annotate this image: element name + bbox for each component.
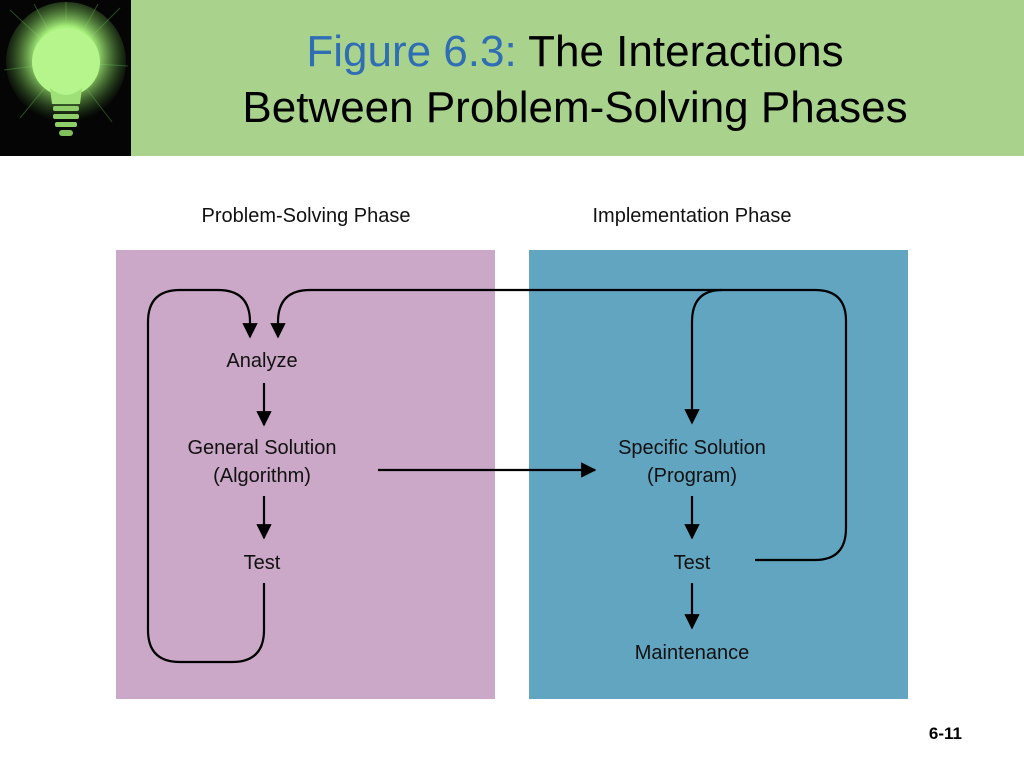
node-maintenance: Maintenance xyxy=(635,642,750,664)
node-general-solution-sub: (Algorithm) xyxy=(213,465,311,487)
node-specific-solution-sub: (Program) xyxy=(647,465,737,487)
problem-phase-panel xyxy=(116,250,495,699)
page-number: 6-11 xyxy=(928,724,962,743)
loop-test-to-analyze xyxy=(146,288,266,664)
implementation-phase-label: Implementation Phase xyxy=(592,205,791,227)
node-specific-solution: Specific Solution xyxy=(618,437,766,459)
node-implementation-test: Test xyxy=(674,552,711,574)
title-band: Figure 6.3: The Interactions Between Pro… xyxy=(0,0,1024,156)
problem-phase-label: Problem-Solving Phase xyxy=(202,205,411,227)
node-analyze: Analyze xyxy=(226,350,297,372)
title-line-2: Between Problem-Solving Phases xyxy=(242,83,908,132)
node-problem-test: Test xyxy=(244,552,281,574)
figure-label: Figure 6.3: xyxy=(306,27,517,76)
lightbulb-icon xyxy=(3,2,129,136)
lightbulb-logo xyxy=(0,0,131,156)
node-general-solution: General Solution xyxy=(188,437,337,459)
slide-title: Figure 6.3: The Interactions Between Pro… xyxy=(140,24,1010,136)
phase-interaction-diagram: Problem-Solving Phase Implementation Pha… xyxy=(116,205,908,699)
title-line-1: The Interactions xyxy=(516,27,844,76)
branch-to-specific-solution xyxy=(684,288,723,425)
loop-impl-test-to-analyze xyxy=(270,288,848,562)
flow-arrows xyxy=(146,288,848,664)
